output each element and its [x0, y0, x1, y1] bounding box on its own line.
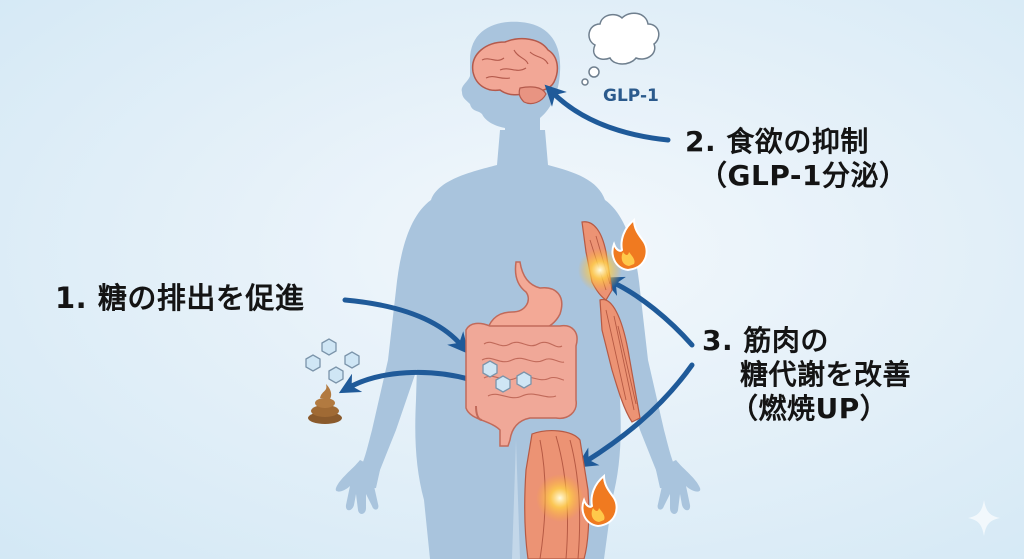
label-subtext: （燃焼UP）	[730, 392, 889, 426]
label-number: 3.	[702, 324, 734, 357]
thigh-muscle-icon	[524, 430, 590, 559]
glucose-hexagon-icon	[305, 338, 360, 384]
label-appetite-suppression: 2. 食欲の抑制 （GLP-1分泌）	[685, 125, 907, 193]
arrows	[338, 84, 695, 468]
flame-icon	[581, 473, 618, 528]
label-number: 2.	[685, 125, 717, 158]
label-muscle-metabolism: 3. 筋肉の 糖代謝を改善 （燃焼UP）	[702, 324, 911, 426]
label-number: 1.	[55, 281, 88, 315]
label-text: 糖代謝を改善	[740, 358, 912, 392]
label-text: 筋肉の	[743, 324, 829, 357]
label-sugar-excretion: 1. 糖の排出を促進	[55, 281, 304, 316]
thought-bubble-icon	[581, 12, 660, 86]
brain-icon	[471, 37, 559, 105]
arrow-to-intestine	[342, 297, 469, 355]
label-text: 糖の排出を促進	[97, 281, 305, 315]
poop-icon	[308, 384, 342, 424]
label-subtext: （GLP-1分泌）	[699, 159, 908, 193]
arrow-to-brain	[544, 84, 671, 143]
glp1-label: GLP-1	[603, 86, 659, 106]
arrow-to-thigh	[576, 362, 695, 468]
flame-icon	[611, 217, 648, 272]
sparkle-icon	[968, 500, 1000, 536]
arrow-to-excretion	[338, 369, 475, 394]
arm-muscle-icon	[578, 221, 641, 423]
leg-gap	[512, 440, 520, 559]
glucose-hexagon-icon	[482, 360, 532, 393]
arrow-to-arm	[602, 276, 695, 348]
label-text: 食欲の抑制	[726, 125, 869, 158]
